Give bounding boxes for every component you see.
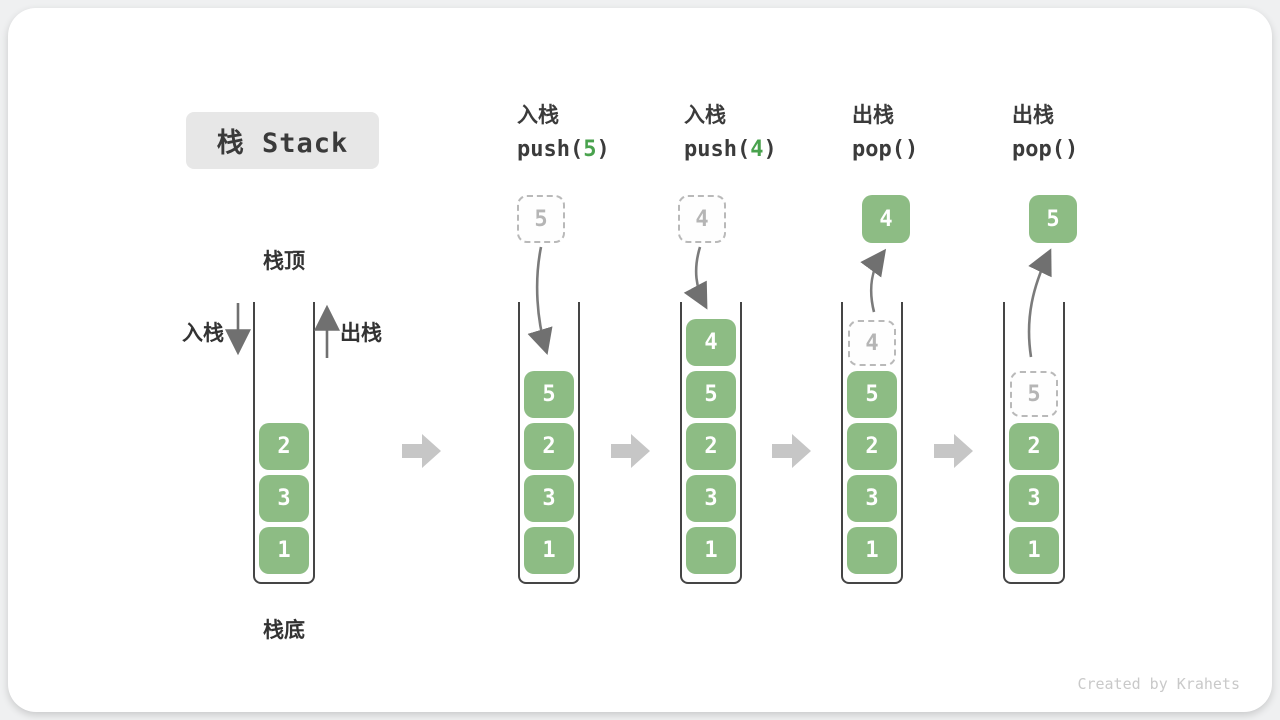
stack-item: 1 [686, 527, 736, 574]
operation-code: pop() [852, 137, 1032, 163]
stack-item: 2 [259, 423, 309, 470]
title-badge: 栈 Stack [186, 112, 379, 169]
stack-item: 3 [686, 475, 736, 522]
code-arg: 5 [583, 137, 597, 162]
operation-name: 入栈 [517, 103, 559, 127]
stack-item: 5 [524, 371, 574, 418]
stack-item: 3 [524, 475, 574, 522]
operation-label-pop-1: 出栈 pop() [852, 102, 1032, 163]
watermark: Created by Krahets [1077, 675, 1240, 693]
operation-name: 出栈 [1012, 103, 1054, 127]
code-prefix: pop( [1012, 137, 1065, 162]
floating-value-dashed-5: 5 [517, 195, 565, 243]
stack-bottom-label: 栈底 [263, 618, 305, 642]
stack-item: 3 [847, 475, 897, 522]
code-arg: 4 [750, 137, 764, 162]
floating-value-popped-4: 4 [862, 195, 910, 243]
operation-name: 入栈 [684, 103, 726, 127]
operation-label-pop-2: 出栈 pop() [1012, 102, 1192, 163]
stack-item-ghost: 5 [1010, 371, 1058, 417]
stack-item: 1 [524, 527, 574, 574]
stack-item: 2 [1009, 423, 1059, 470]
floating-value-dashed-4: 4 [678, 195, 726, 243]
stack-item: 4 [686, 319, 736, 366]
pop-side-label: 出栈 [340, 321, 382, 345]
stack-item: 2 [686, 423, 736, 470]
code-prefix: pop( [852, 137, 905, 162]
code-prefix: push( [684, 137, 751, 162]
code-suffix: ) [1064, 137, 1079, 162]
code-suffix: ) [904, 137, 919, 162]
operation-code: push(5) [517, 137, 697, 163]
stack-item: 3 [1009, 475, 1059, 522]
stack-item: 3 [259, 475, 309, 522]
stack-top-label: 栈顶 [263, 249, 305, 273]
stack-item: 1 [1009, 527, 1059, 574]
code-suffix: ) [596, 137, 610, 162]
stack-item: 2 [524, 423, 574, 470]
operation-code: push(4) [684, 137, 864, 163]
title-text: 栈 Stack [216, 128, 349, 159]
operation-label-push-5: 入栈 push(5) [517, 102, 697, 163]
operation-label-push-4: 入栈 push(4) [684, 102, 864, 163]
stack-item: 1 [259, 527, 309, 574]
floating-value-popped-5: 5 [1029, 195, 1077, 243]
stack-item: 5 [686, 371, 736, 418]
code-prefix: push( [517, 137, 584, 162]
code-suffix: ) [763, 137, 777, 162]
stack-item: 1 [847, 527, 897, 574]
stack-item-ghost: 4 [848, 320, 896, 366]
operation-code: pop() [1012, 137, 1192, 163]
push-side-label: 入栈 [182, 321, 224, 345]
operation-name: 出栈 [852, 103, 894, 127]
stack-item: 2 [847, 423, 897, 470]
stack-item: 5 [847, 371, 897, 418]
